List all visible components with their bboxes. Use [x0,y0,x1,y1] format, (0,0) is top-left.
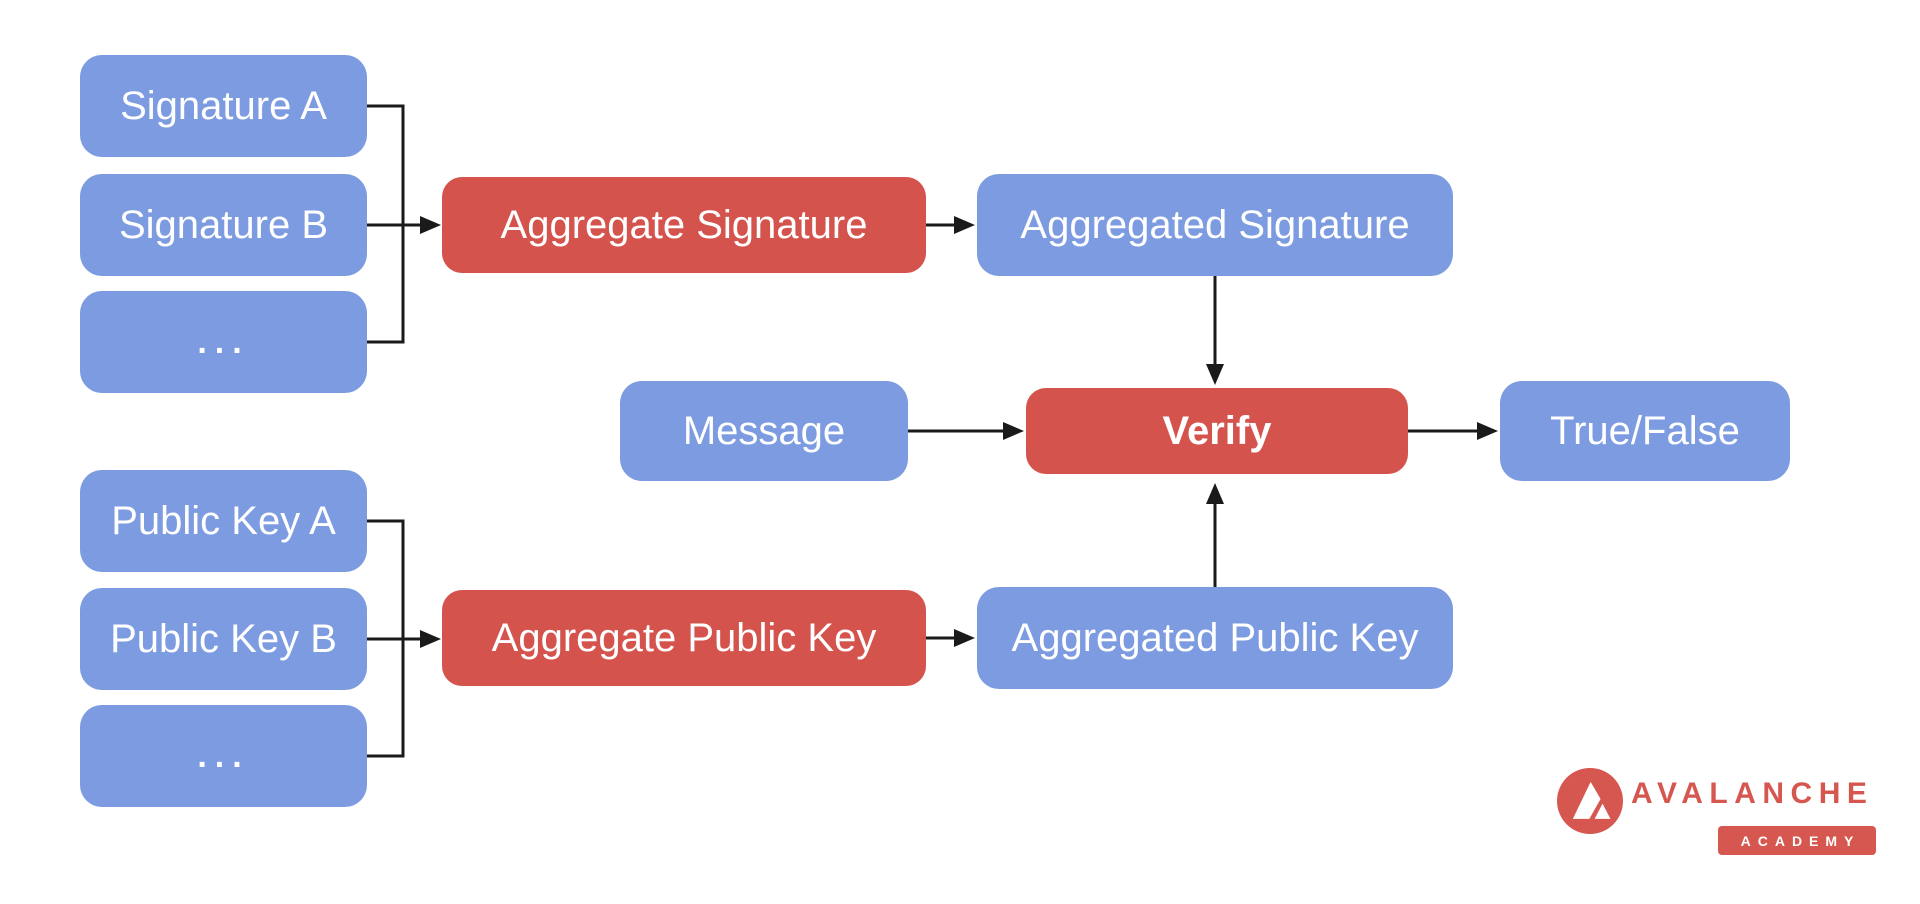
node-public-key-a: Public Key A [80,470,367,572]
node-verify: Verify [1026,388,1408,474]
node-signature-b: Signature B [80,174,367,276]
node-publickeys-ellipsis: ... [80,705,367,807]
arrowhead-into-aggregated-public-key [954,629,975,647]
arrowhead-message-into-verify [1003,422,1024,440]
node-message: Message [620,381,908,481]
node-signatures-ellipsis: ... [80,291,367,393]
arrowhead-down-into-verify [1206,364,1224,385]
arrowhead-into-aggregated-signature [954,216,975,234]
academy-badge: ACADEMY [1718,826,1876,855]
avalanche-academy-logo: AVALANCHE ACADEMY [1557,766,1887,858]
node-public-key-b: Public Key B [80,588,367,690]
node-aggregate-signature: Aggregate Signature [442,177,926,273]
avalanche-wordmark: AVALANCHE [1631,777,1874,810]
node-aggregated-signature: Aggregated Signature [977,174,1453,276]
academy-badge-label: ACADEMY [1740,832,1861,849]
node-aggregated-public-key: Aggregated Public Key [977,587,1453,689]
arrowhead-into-truefalse [1477,422,1498,440]
node-signature-a: Signature A [80,55,367,157]
arrowhead-into-aggregate-public-key [420,630,441,648]
arrowhead-into-aggregate-signature [420,216,441,234]
node-aggregate-public-key: Aggregate Public Key [442,590,926,686]
arrowhead-up-into-verify [1206,483,1224,504]
avalanche-logo-icon [1557,768,1623,834]
node-true-false: True/False [1500,381,1790,481]
